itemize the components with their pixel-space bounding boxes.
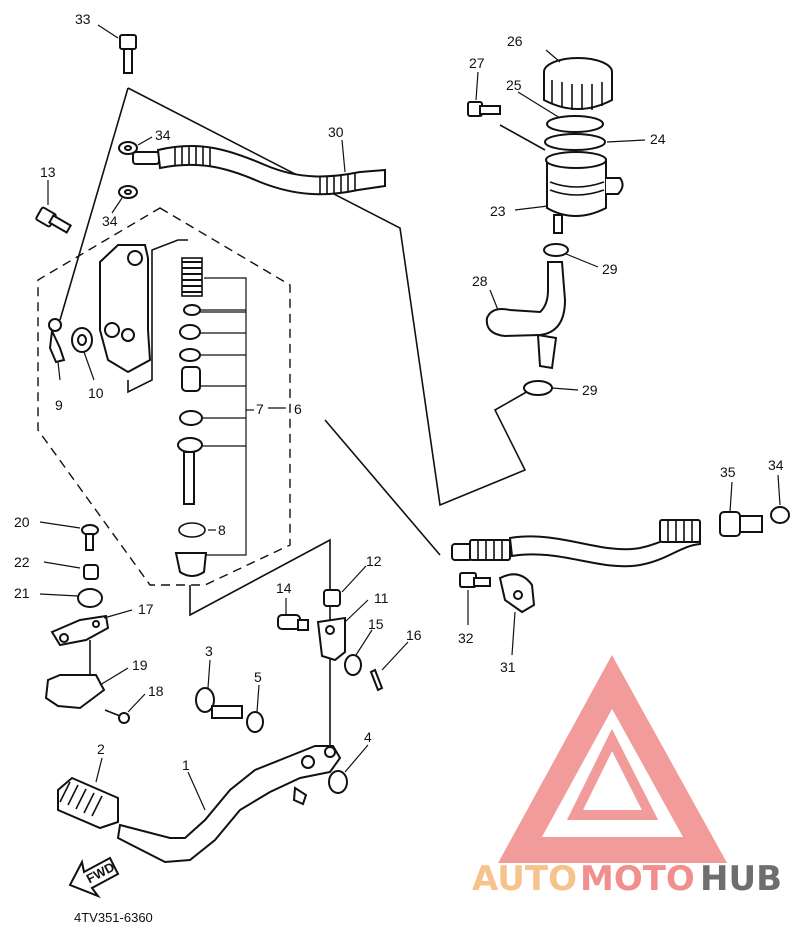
screw-27-icon xyxy=(467,101,501,117)
watermark-text-moto: MOTO xyxy=(580,859,695,899)
plate-24-icon xyxy=(544,133,606,151)
watermark-text-hub: HUB xyxy=(700,859,782,899)
callout-29-upper: 29 xyxy=(602,261,618,277)
circlip-8-icon xyxy=(178,522,206,538)
callout-24: 24 xyxy=(650,131,666,147)
callout-34-upper: 34 xyxy=(155,127,171,143)
washer-15-icon xyxy=(344,654,362,676)
piston-kit-7-icon xyxy=(177,257,203,505)
reservoir-23-icon xyxy=(545,151,624,234)
banjo-bolt-35-icon xyxy=(719,511,763,537)
callout-28: 28 xyxy=(472,273,488,289)
callout-11: 11 xyxy=(374,590,389,606)
bracket-31-icon xyxy=(498,573,536,614)
fwd-arrow-icon: FWD xyxy=(68,856,120,899)
guide-line-hose xyxy=(127,87,531,507)
cap-10-icon xyxy=(71,327,93,353)
bolt-20-icon xyxy=(81,524,99,551)
bolt-13-icon xyxy=(35,206,73,234)
boot-6-icon xyxy=(174,552,208,577)
cotter-pin-16-icon xyxy=(369,668,384,692)
callout-13: 13 xyxy=(40,164,56,180)
diaphragm-25-icon xyxy=(546,115,604,133)
guard-19-icon xyxy=(44,674,106,710)
nut-12-icon xyxy=(323,589,341,607)
brake-pedal-1-icon xyxy=(116,745,342,864)
callout-26: 26 xyxy=(507,33,523,49)
clevis-11-icon xyxy=(316,616,346,662)
watermark-logo: AUTO MOTO HUB xyxy=(472,655,782,899)
guide-line-bolt xyxy=(59,87,129,321)
bolt-33-icon xyxy=(119,34,137,74)
watermark-text-auto: AUTO xyxy=(472,859,577,899)
bushing-21-icon xyxy=(77,588,103,608)
callout-labels: 33 34 34 13 9 10 7 6 8 30 27 25 26 24 23… xyxy=(14,11,784,773)
drawing-code: 4TV351-6360 xyxy=(74,910,153,925)
callout-34-lower: 34 xyxy=(102,213,118,229)
reservoir-cap-26-icon xyxy=(543,57,613,110)
callout-14: 14 xyxy=(276,580,292,596)
clamp-29-upper-icon xyxy=(543,243,569,257)
guide-line-hose-2 xyxy=(324,419,441,556)
bolt-3-icon xyxy=(195,687,243,719)
callout-1: 1 xyxy=(182,757,190,773)
bolt-32-icon xyxy=(459,572,491,588)
callout-9: 9 xyxy=(55,397,63,413)
callout-30: 30 xyxy=(328,124,344,140)
washer-34-right-icon xyxy=(770,506,790,524)
callout-31: 31 xyxy=(500,659,516,675)
callout-19: 19 xyxy=(132,657,148,673)
callout-27: 27 xyxy=(469,55,485,71)
watermark-inner-icon xyxy=(566,728,659,820)
bracket-7 xyxy=(204,277,247,556)
washer-4-icon xyxy=(328,770,348,794)
callout-32: 32 xyxy=(458,630,474,646)
callout-17: 17 xyxy=(138,601,154,617)
callout-4: 4 xyxy=(364,729,372,745)
callout-35: 35 xyxy=(720,464,736,480)
callout-2: 2 xyxy=(97,741,105,757)
callout-29-lower: 29 xyxy=(582,382,598,398)
clamp-29-lower-icon xyxy=(523,380,553,396)
callout-7: 7 xyxy=(256,401,264,417)
reservoir-hose-28-icon xyxy=(485,261,567,370)
pin-14-icon xyxy=(277,614,309,631)
bracket-17-icon xyxy=(50,614,110,647)
callout-15: 15 xyxy=(368,616,384,632)
screw-18-icon xyxy=(104,709,130,724)
callout-12: 12 xyxy=(366,553,382,569)
callout-22: 22 xyxy=(14,554,30,570)
kit-boundary xyxy=(37,207,291,586)
watermark-triangle-icon xyxy=(498,655,728,863)
bleed-screw-9-icon xyxy=(48,318,66,364)
callout-10: 10 xyxy=(88,385,104,401)
callout-20: 20 xyxy=(14,514,30,530)
callout-8: 8 xyxy=(218,522,226,538)
collar-22-icon xyxy=(83,564,99,580)
leader-lines xyxy=(39,24,781,811)
callout-6: 6 xyxy=(294,401,302,417)
washer-34-lower-icon xyxy=(118,185,138,199)
callout-25: 25 xyxy=(506,77,522,93)
callout-5: 5 xyxy=(254,669,262,685)
callout-16: 16 xyxy=(406,627,422,643)
callout-3: 3 xyxy=(205,643,213,659)
callout-34-right: 34 xyxy=(768,457,784,473)
callout-23: 23 xyxy=(490,203,506,219)
callout-18: 18 xyxy=(148,683,164,699)
callout-33: 33 xyxy=(75,11,91,27)
guide-line-reservoir xyxy=(499,124,546,151)
brake-hose-30-icon xyxy=(132,144,386,196)
callout-21: 21 xyxy=(14,585,30,601)
master-cylinder-body-icon xyxy=(99,239,188,394)
footpeg-rubber-2-icon xyxy=(57,776,119,830)
washer-34-upper-icon xyxy=(118,141,138,155)
washer-5-icon xyxy=(246,711,264,733)
brake-hose-lower-icon xyxy=(451,519,701,568)
